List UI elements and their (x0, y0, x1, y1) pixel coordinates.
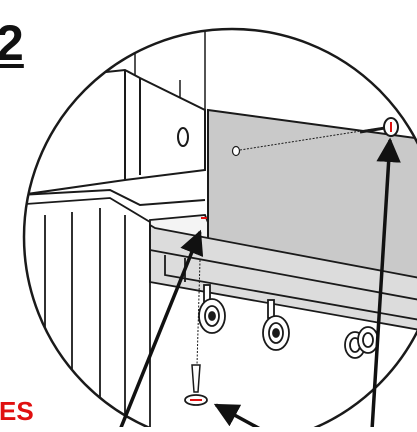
pulley-wheel-icon-2 (262, 299, 290, 351)
track-rail (149, 223, 417, 332)
cabinet-body (24, 197, 151, 432)
screw-icon-lower (184, 259, 208, 406)
pulley-wheel-icon (198, 284, 226, 334)
gray-panel (207, 108, 417, 292)
step-number: 2 (0, 15, 24, 71)
pulley-wheel-icon-3 (344, 326, 379, 359)
magnifier-circle (22, 27, 417, 432)
corner-label: ES (0, 396, 34, 426)
screw-icon (359, 117, 399, 137)
arrow-icon (118, 137, 401, 432)
